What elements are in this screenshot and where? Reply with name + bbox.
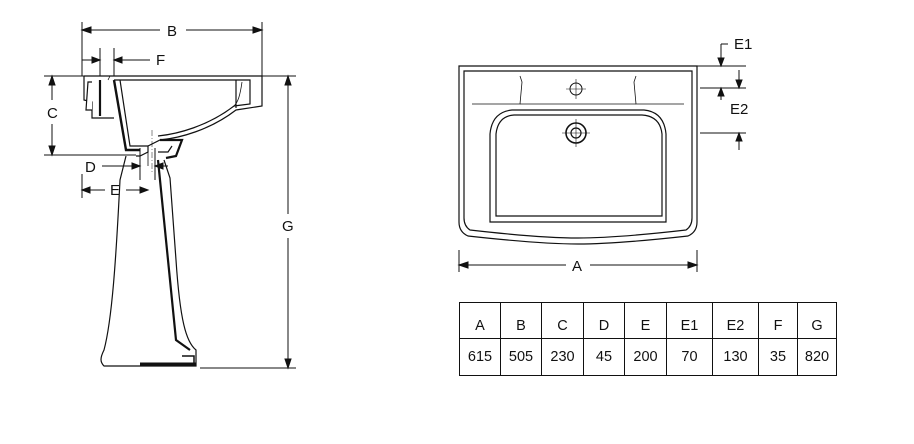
table-value-cell: 130 bbox=[712, 338, 759, 376]
table-header-cell: A bbox=[459, 302, 501, 339]
table-value-cell: 200 bbox=[624, 338, 667, 376]
table-header-cell: E bbox=[624, 302, 667, 339]
table-value-cell: 230 bbox=[541, 338, 584, 376]
dimension-e bbox=[80, 174, 150, 198]
table-value-cell: 615 bbox=[459, 338, 501, 376]
dimension-b bbox=[80, 22, 264, 76]
dimension-e2 bbox=[700, 70, 746, 150]
dimension-f bbox=[82, 48, 150, 76]
table-value-cell: 35 bbox=[758, 338, 798, 376]
dimension-table-value-row: 615 505 230 45 200 70 130 35 820 bbox=[459, 338, 837, 376]
table-header-cell: E2 bbox=[712, 302, 759, 339]
dimension-e1 bbox=[697, 43, 746, 100]
table-header-cell: B bbox=[500, 302, 542, 339]
label-c: C bbox=[47, 105, 58, 122]
table-header-cell: D bbox=[583, 302, 625, 339]
basin-outline bbox=[458, 65, 698, 245]
dimension-table-header-row: A B C D E E1 E2 F G bbox=[459, 302, 837, 339]
table-value-cell: 45 bbox=[583, 338, 625, 376]
label-f: F bbox=[156, 52, 165, 69]
table-value-cell: 70 bbox=[666, 338, 713, 376]
side-view bbox=[44, 22, 296, 370]
table-value-cell: 820 bbox=[797, 338, 837, 376]
dimension-a bbox=[457, 250, 699, 272]
label-e: E bbox=[110, 182, 120, 199]
table-header-cell: G bbox=[797, 302, 837, 339]
pedestal-profile bbox=[100, 130, 197, 367]
table-header-cell: E1 bbox=[666, 302, 713, 339]
label-g: G bbox=[282, 218, 294, 235]
dimension-table: A B C D E E1 E2 F G 615 505 230 45 200 7… bbox=[459, 302, 837, 376]
label-d: D bbox=[85, 159, 96, 176]
basin-profile bbox=[83, 75, 263, 152]
table-value-cell: 505 bbox=[500, 338, 542, 376]
label-b: B bbox=[167, 23, 177, 40]
table-header-cell: F bbox=[758, 302, 798, 339]
top-view bbox=[457, 43, 746, 272]
label-e2: E2 bbox=[730, 101, 748, 118]
label-e1: E1 bbox=[734, 36, 752, 53]
dimension-g bbox=[200, 74, 296, 370]
drain bbox=[562, 119, 590, 147]
tap-hole bbox=[566, 79, 586, 99]
label-a: A bbox=[572, 258, 582, 275]
table-header-cell: C bbox=[541, 302, 584, 339]
